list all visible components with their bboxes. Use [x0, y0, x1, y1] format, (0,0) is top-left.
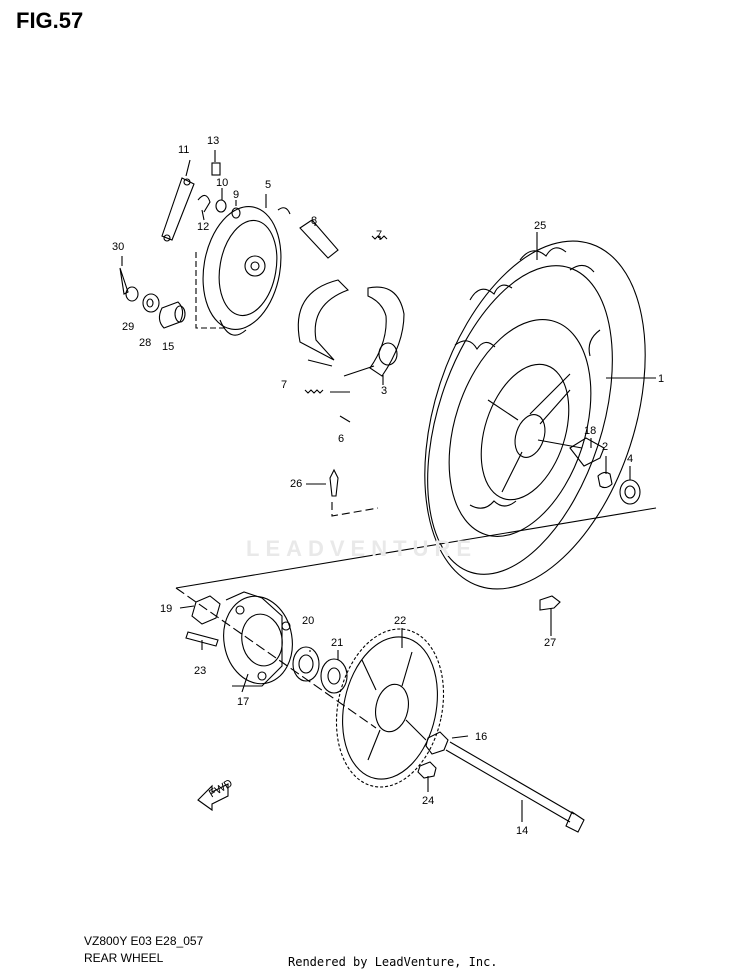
callout-2: 2 [602, 441, 608, 453]
tire [424, 240, 646, 590]
callout-22: 22 [394, 615, 406, 627]
callout-7-lower: 7 [281, 379, 287, 391]
callout-4: 4 [627, 453, 633, 465]
footer-credit: Rendered by LeadVenture, Inc. [288, 955, 498, 969]
brake-cam-lever [161, 177, 195, 241]
callout-30: 30 [112, 241, 124, 253]
callout-15: 15 [162, 341, 174, 353]
brake-shoes [297, 279, 405, 377]
rear-hub [223, 591, 293, 687]
callout-12: 12 [197, 221, 209, 233]
callout-24: 24 [422, 795, 434, 807]
callout-7-upper: 7 [376, 229, 382, 241]
fwd-arrow-icon [197, 783, 229, 812]
callout-8: 8 [311, 215, 317, 227]
figure-title: FIG.57 [16, 8, 84, 33]
watermark: LEADVENTURE [246, 536, 478, 561]
callout-labels: 1 2 3 4 5 6 7 7 8 9 10 11 12 13 14 15 16… [112, 135, 664, 837]
callout-27: 27 [544, 637, 556, 649]
callout-25: 25 [534, 220, 546, 232]
callout-10: 10 [216, 177, 228, 189]
callout-16: 16 [475, 731, 487, 743]
callout-6: 6 [338, 433, 344, 445]
callout-29: 29 [122, 321, 134, 333]
callout-9: 9 [233, 189, 239, 201]
callout-5: 5 [265, 179, 271, 191]
brake-panel [202, 206, 291, 336]
callout-17: 17 [237, 696, 249, 708]
fwd-label: FWD [207, 777, 235, 800]
callout-18: 18 [584, 425, 596, 437]
callout-26: 26 [290, 478, 302, 490]
callout-19: 19 [160, 603, 172, 615]
callout-1: 1 [658, 373, 664, 385]
rear-sprocket [335, 628, 445, 788]
callout-21: 21 [331, 637, 343, 649]
rear-axle [445, 741, 585, 833]
wheel-rim [448, 319, 592, 537]
callout-23: 23 [194, 665, 206, 677]
callout-28: 28 [139, 337, 151, 349]
footer-model-code: VZ800Y E03 E28_057 [84, 934, 204, 948]
callout-11: 11 [178, 144, 189, 156]
callout-3: 3 [381, 385, 387, 397]
footer-figure-name: REAR WHEEL [84, 951, 164, 965]
callout-13: 13 [207, 135, 219, 147]
callout-14: 14 [516, 825, 528, 837]
callout-20: 20 [302, 615, 314, 627]
